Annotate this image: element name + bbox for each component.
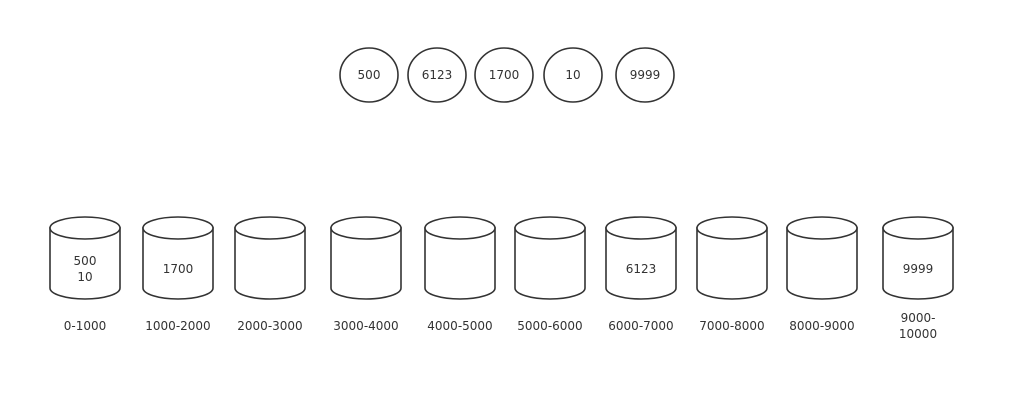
bucket-range-label: 9000- xyxy=(901,311,936,325)
bucket: 7000-8000 xyxy=(696,216,768,333)
element-node: 500 xyxy=(339,47,399,103)
bucket-body xyxy=(142,227,214,300)
bucket-range-label: 4000-5000 xyxy=(427,319,492,333)
bucket: 8000-9000 xyxy=(786,216,858,333)
element-node: 1700 xyxy=(474,47,534,103)
bucket-body xyxy=(424,227,496,300)
bucket-top xyxy=(696,216,768,240)
bucket-range-label: 10000 xyxy=(899,327,937,341)
bucket-range-label: 1000-2000 xyxy=(145,319,210,333)
bucket-body xyxy=(786,227,858,300)
bucket-top xyxy=(142,216,214,240)
bucket-body xyxy=(882,227,954,300)
element-value: 6123 xyxy=(422,68,453,82)
element-circle xyxy=(543,47,603,103)
bucket-top xyxy=(605,216,677,240)
bucket-item: 6123 xyxy=(626,262,657,276)
bucket-top xyxy=(514,216,586,240)
bucket-item: 500 xyxy=(74,254,97,268)
bucket-range-label: 0-1000 xyxy=(64,319,107,333)
bucket-item: 9999 xyxy=(903,262,934,276)
bucket: 500 10 0-1000 xyxy=(49,216,121,333)
bucket-body xyxy=(696,227,768,300)
bucket-body xyxy=(234,227,306,300)
bucket-range-label: 6000-7000 xyxy=(608,319,673,333)
element-value: 10 xyxy=(565,68,580,82)
element-node: 9999 xyxy=(615,47,675,103)
bucket-top xyxy=(424,216,496,240)
bucket: 3000-4000 xyxy=(330,216,402,333)
bucket-item: 1700 xyxy=(163,262,194,276)
element-circle xyxy=(339,47,399,103)
element-node: 6123 xyxy=(407,47,467,103)
bucket-body xyxy=(49,227,121,300)
bucket: 2000-3000 xyxy=(234,216,306,333)
bucket-item: 10 xyxy=(77,270,92,284)
element-circle xyxy=(407,47,467,103)
bucket-body xyxy=(514,227,586,300)
bucket: 6123 6000-7000 xyxy=(605,216,677,333)
bucket-top xyxy=(49,216,121,240)
element-node: 10 xyxy=(543,47,603,103)
element-circle xyxy=(474,47,534,103)
bucket-body xyxy=(330,227,402,300)
element-value: 1700 xyxy=(489,68,520,82)
element-value: 9999 xyxy=(630,68,661,82)
bucket-top xyxy=(234,216,306,240)
element-value: 500 xyxy=(358,68,381,82)
bucket-range-label: 3000-4000 xyxy=(333,319,398,333)
bucket-range-label: 2000-3000 xyxy=(237,319,302,333)
bucket-range-label: 7000-8000 xyxy=(699,319,764,333)
bucket-body xyxy=(605,227,677,300)
bucket-top xyxy=(330,216,402,240)
bucket-range-label: 5000-6000 xyxy=(517,319,582,333)
bucket-range-label: 8000-9000 xyxy=(789,319,854,333)
bucket: 9999 9000- 10000 xyxy=(882,216,954,341)
element-circle xyxy=(615,47,675,103)
bucket-top xyxy=(882,216,954,240)
bucket: 1700 1000-2000 xyxy=(142,216,214,333)
bucket: 4000-5000 xyxy=(424,216,496,333)
bucket-top xyxy=(786,216,858,240)
bucket: 5000-6000 xyxy=(514,216,586,333)
